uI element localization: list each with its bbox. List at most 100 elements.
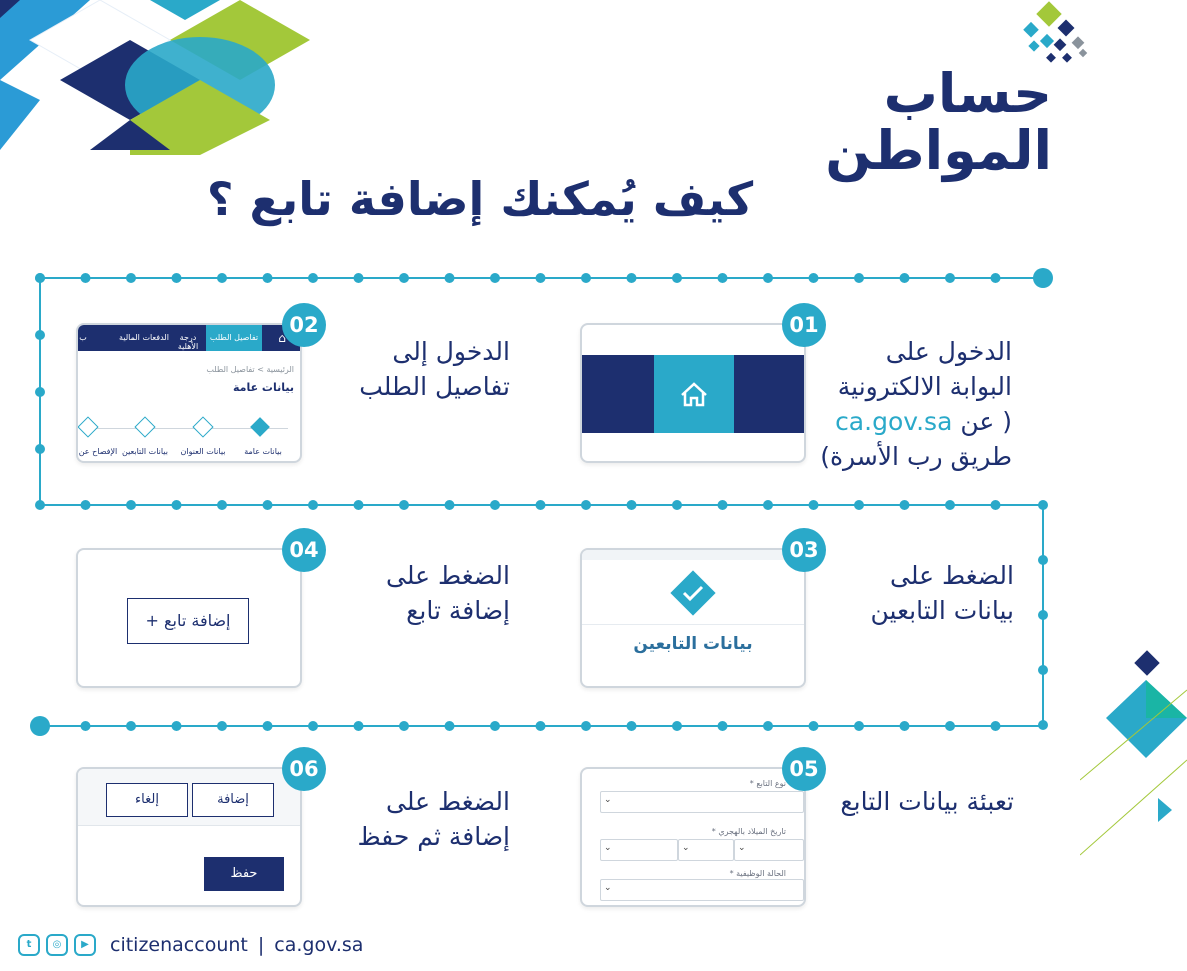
step1-line3: ( عن <box>960 407 1012 436</box>
youtube-icon[interactable]: ▶ <box>74 934 96 956</box>
step2-card: ⌂ تفاصيل الطلب درجة الأهلية الدفعات الما… <box>76 323 302 463</box>
step1-badge: 01 <box>782 303 826 347</box>
cancel-button[interactable]: إلغاء <box>106 783 188 817</box>
step5-badge: 05 <box>782 747 826 791</box>
tab-more[interactable]: ب <box>79 333 87 342</box>
step2-badge: 02 <box>282 303 326 347</box>
path-dot <box>945 273 955 283</box>
step3-card[interactable]: بيانات التابعين <box>580 548 806 688</box>
progress-dependents[interactable]: بيانات التابعين <box>122 447 168 456</box>
birth-month-select[interactable]: ⌄ <box>678 839 734 861</box>
path-dot <box>171 721 182 731</box>
decorative-pattern <box>0 0 310 155</box>
dependent-type-select[interactable]: ⌄ <box>600 791 804 813</box>
logo-line2: المواطن <box>825 118 1052 182</box>
step4-badge: 04 <box>282 528 326 572</box>
path-dot <box>854 500 864 510</box>
step4-line2: إضافة تابع <box>406 596 510 625</box>
path-dot <box>262 721 273 731</box>
path-dot <box>262 273 273 283</box>
path-dot <box>80 500 91 510</box>
path-dot <box>490 500 500 510</box>
path-dot <box>217 273 227 283</box>
tab-eligibility[interactable]: درجة الأهلية <box>177 333 199 351</box>
path-dot <box>1038 720 1048 730</box>
step1-line1: الدخول على <box>885 337 1012 366</box>
check-diamond-icon <box>670 570 716 616</box>
progress-disclosure[interactable]: الإفصاح عن <box>78 447 118 456</box>
instagram-icon[interactable]: ◎ <box>46 934 68 956</box>
path-dot <box>763 721 773 731</box>
path-dot <box>399 273 409 283</box>
path-dot <box>217 721 227 731</box>
path-dot <box>581 500 591 510</box>
add-dependent-button[interactable]: إضافة تابع + <box>127 598 249 644</box>
path-dot <box>854 273 864 283</box>
step1-link[interactable]: ca.gov.sa <box>835 407 953 436</box>
progress-general[interactable]: بيانات عامة <box>244 447 282 456</box>
step1-line2: البوابة الالكترونية <box>837 372 1012 401</box>
tab-payments[interactable]: الدفعات المالية <box>119 333 169 342</box>
path-dot <box>308 500 318 510</box>
decorative-diamonds <box>1080 650 1187 856</box>
logo-line1: حساب <box>883 62 1052 125</box>
home-icon[interactable]: ⌂ <box>278 331 286 345</box>
path-dot <box>717 500 728 510</box>
twitter-icon[interactable]: t <box>18 934 40 956</box>
path-dot <box>672 721 682 731</box>
path-dot <box>763 273 773 283</box>
path-dot <box>763 500 773 510</box>
step5-text: تعبئة بيانات التابع <box>820 784 1014 819</box>
path-dot <box>80 273 91 283</box>
path-dot <box>854 721 864 731</box>
path-dot <box>626 500 637 510</box>
path-dot <box>808 500 819 510</box>
path-dot <box>717 721 728 731</box>
path-dot <box>444 721 455 731</box>
step1-line4: طريق رب الأسرة) <box>820 442 1012 471</box>
path-dot <box>353 721 364 731</box>
path-dot <box>1038 500 1048 510</box>
save-button[interactable]: حفظ <box>204 857 284 891</box>
step3-line2: بيانات التابعين <box>870 596 1015 625</box>
employment-status-select[interactable]: ⌄ <box>600 879 804 901</box>
footer-separator: | <box>257 934 265 956</box>
step2-nav <box>78 325 300 351</box>
path-dot <box>171 273 182 283</box>
step3-line1: الضغط على <box>889 561 1014 590</box>
step1-text: الدخول على البوابة الالكترونية ( عن ca.g… <box>820 334 1012 474</box>
path-dot <box>490 721 500 731</box>
birth-year-select[interactable]: ⌄ <box>600 839 678 861</box>
step2-line2: تفاصيل الطلب <box>359 372 510 401</box>
path-dot <box>990 500 1001 510</box>
path-dot <box>535 500 546 510</box>
path-dot <box>945 500 955 510</box>
path-dot <box>990 721 1001 731</box>
field-label-employment: الحالة الوظيفية * <box>729 869 786 878</box>
home-button[interactable] <box>654 355 734 433</box>
path-dot <box>535 721 546 731</box>
add-button[interactable]: إضافة <box>192 783 274 817</box>
progress-address[interactable]: بيانات العنوان <box>180 447 226 456</box>
path-dot <box>126 721 136 731</box>
section-heading: بيانات عامة <box>232 381 294 394</box>
tab-request-details[interactable]: تفاصيل الطلب <box>209 333 259 342</box>
dotted-path <box>30 268 1053 736</box>
path-dot <box>35 387 45 397</box>
path-dot <box>1038 665 1048 675</box>
breadcrumb: الرئيسية > تفاصيل الطلب <box>206 365 294 374</box>
step6-line2: إضافة ثم حفظ <box>357 822 510 851</box>
step4-text: الضغط على إضافة تابع <box>320 558 510 628</box>
path-dot <box>126 273 136 283</box>
step6-card: إضافة إلغاء حفظ <box>76 767 302 907</box>
path-dot <box>262 500 273 510</box>
path-dot <box>1038 610 1048 620</box>
footer-handle[interactable]: citizenaccount <box>110 934 248 956</box>
birth-day-select[interactable]: ⌄ <box>734 839 804 861</box>
footer-site[interactable]: ca.gov.sa <box>274 934 364 956</box>
path-dot <box>399 500 409 510</box>
path-dot <box>35 330 45 340</box>
path-dot <box>444 273 455 283</box>
logo-icon <box>1023 1 1088 63</box>
path-dot <box>899 500 910 510</box>
